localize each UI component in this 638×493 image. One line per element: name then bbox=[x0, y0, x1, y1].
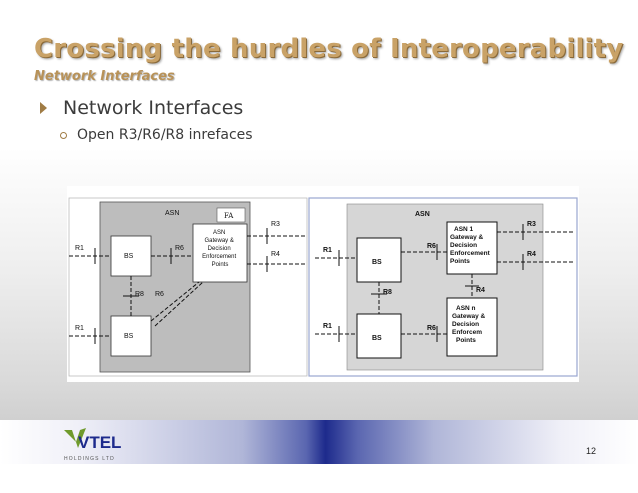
ring-bullet-icon bbox=[60, 131, 67, 139]
slide-subtitle: Network Interfaces bbox=[34, 69, 175, 84]
r4-mid-label-right: R4 bbox=[476, 287, 485, 294]
bs-box-top bbox=[110, 235, 152, 277]
page-number: 12 bbox=[586, 446, 597, 456]
bs-label-bottom-right: BS bbox=[372, 335, 382, 342]
r1-bottom-label: R1 bbox=[75, 325, 84, 332]
footer-band bbox=[0, 420, 638, 464]
network-diagram: ASN FA ASN Gateway & Decision Enforcemen… bbox=[67, 186, 579, 382]
r8-label: R8 bbox=[135, 291, 144, 298]
asn-label-right: ASN bbox=[415, 211, 430, 218]
gateway1-text: ASN 1 Gateway & Decision Enforcement Poi… bbox=[450, 226, 492, 265]
bullet-text: Network Interfaces bbox=[63, 97, 244, 119]
bs-label-top: BS bbox=[124, 253, 134, 260]
r1-top-label: R1 bbox=[75, 245, 84, 252]
logo-tagline: HOLDINGS LTD bbox=[64, 456, 115, 462]
asn-label: ASN bbox=[165, 210, 179, 217]
triangle-bullet-icon bbox=[40, 102, 47, 114]
slide-title: Crossing the hurdles of Interoperability bbox=[34, 34, 624, 64]
gateway-text: ASN Gateway & Decision Enforcement Point… bbox=[202, 230, 238, 268]
gatewayn-box bbox=[446, 297, 498, 357]
bs-label-bottom: BS bbox=[124, 333, 134, 340]
bs-box-bottom bbox=[110, 315, 152, 357]
r1-top-label-right: R1 bbox=[323, 247, 332, 254]
gateway-box bbox=[192, 223, 248, 283]
r3-label: R3 bbox=[271, 221, 280, 228]
bs-label-top-right: BS bbox=[372, 259, 382, 266]
bullet-level-2: Open R3/R6/R8 inrefaces bbox=[60, 127, 253, 143]
r6-mid-label: R6 bbox=[155, 291, 164, 298]
r4-label: R4 bbox=[271, 251, 280, 258]
r4-label-right: R4 bbox=[527, 251, 536, 258]
bullet-text: Open R3/R6/R8 inrefaces bbox=[77, 127, 253, 143]
left-diagram: ASN FA ASN Gateway & Decision Enforcemen… bbox=[68, 197, 308, 377]
r6-bottom-label-right: R6 bbox=[427, 325, 436, 332]
bs-box-bottom-right bbox=[356, 313, 402, 359]
company-logo: VTEL HOLDINGS LTD bbox=[64, 428, 121, 462]
logo-mark-icon bbox=[64, 428, 86, 448]
bullet-level-1: Network Interfaces bbox=[40, 97, 243, 119]
fa-box bbox=[216, 207, 246, 223]
bs-box-top-right bbox=[356, 237, 402, 283]
gatewayn-text: ASN n Gateway & Decision Enforcem Points bbox=[452, 305, 487, 344]
right-diagram: ASN ASN 1 Gateway & Decision Enforcement… bbox=[308, 197, 578, 377]
r6-top-label: R6 bbox=[175, 245, 184, 252]
fa-label: FA bbox=[224, 212, 234, 220]
r3-label-right: R3 bbox=[527, 221, 536, 228]
r6-top-label-right: R6 bbox=[427, 243, 436, 250]
r1-bottom-label-right: R1 bbox=[323, 323, 332, 330]
r8-label-right: R8 bbox=[383, 289, 392, 296]
logo-text: VTEL bbox=[78, 433, 121, 452]
